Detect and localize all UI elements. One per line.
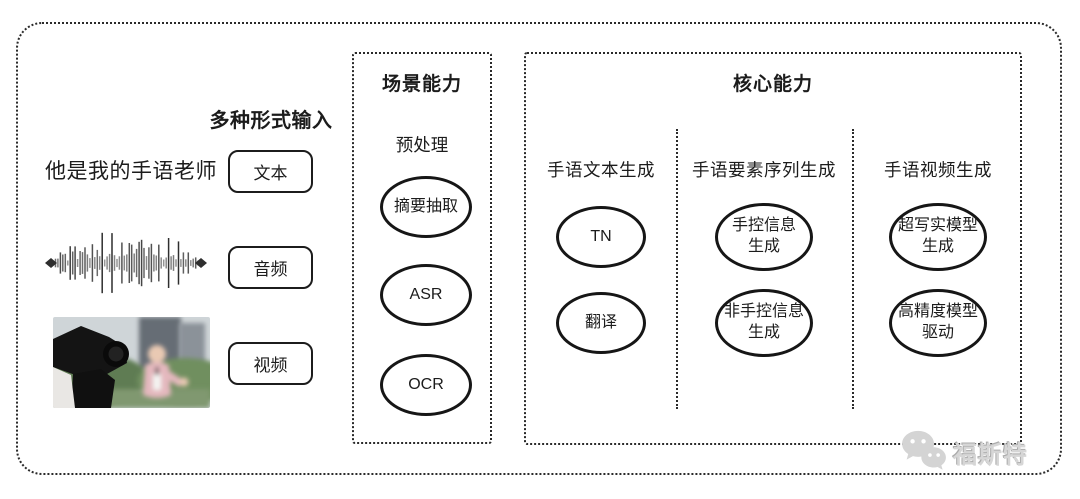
audio-input-label: 音频 <box>253 260 288 279</box>
column-header: 手语视频生成 <box>884 160 992 180</box>
input-modes-title: 多种形式输入 <box>209 110 333 132</box>
waveform-icon <box>44 226 208 300</box>
core-capability-box: 核心能力 手语文本生成 TN 翻译 手语要素序列生成 手控信息 生成 非手控信息… <box>524 52 1022 445</box>
video-thumbnail <box>53 317 210 408</box>
video-input-box: 视频 <box>228 342 313 385</box>
core-capability-title: 核心能力 <box>732 74 813 95</box>
column-sign-element-sequence-generation: 手语要素序列生成 手控信息 生成 非手控信息 生成 <box>676 54 852 443</box>
column-header: 手语文本生成 <box>547 160 655 180</box>
node-hyperrealistic-model-generation: 超写实模型 生成 <box>889 203 987 271</box>
node-translation: 翻译 <box>556 292 646 354</box>
node-ocr: OCR <box>380 354 472 416</box>
wechat-logo-icon <box>900 429 948 476</box>
column-header: 手语要素序列生成 <box>692 160 836 180</box>
node-non-manual-feature-generation: 非手控信息 生成 <box>715 289 813 357</box>
node-high-precision-model-driving: 高精度模型 驱动 <box>889 289 987 357</box>
outer-dotted-frame <box>16 22 1062 475</box>
audio-input-box: 音频 <box>228 246 313 289</box>
sample-sentence-text: 他是我的手语老师 <box>45 160 217 183</box>
column-divider <box>852 129 854 409</box>
node-summary-extraction: 摘要抽取 <box>380 176 472 238</box>
text-input-box: 文本 <box>228 150 313 193</box>
node-tn: TN <box>556 206 646 268</box>
node-asr: ASR <box>380 264 472 326</box>
watermark-text: 福斯特 <box>953 441 1028 469</box>
text-input-label: 文本 <box>253 164 288 183</box>
column-divider <box>676 129 678 409</box>
scene-capability-title: 场景能力 <box>381 74 462 95</box>
column-sign-text-generation: 手语文本生成 TN 翻译 <box>526 54 676 443</box>
node-manual-feature-generation: 手控信息 生成 <box>715 203 813 271</box>
preprocess-label: 预处理 <box>395 135 449 155</box>
video-input-label: 视频 <box>253 356 288 375</box>
scene-capability-box: 场景能力 预处理 摘要抽取 ASR OCR <box>352 52 492 444</box>
watermark: 福斯特 <box>900 430 1028 474</box>
column-sign-video-generation: 手语视频生成 超写实模型 生成 高精度模型 驱动 <box>852 54 1024 443</box>
